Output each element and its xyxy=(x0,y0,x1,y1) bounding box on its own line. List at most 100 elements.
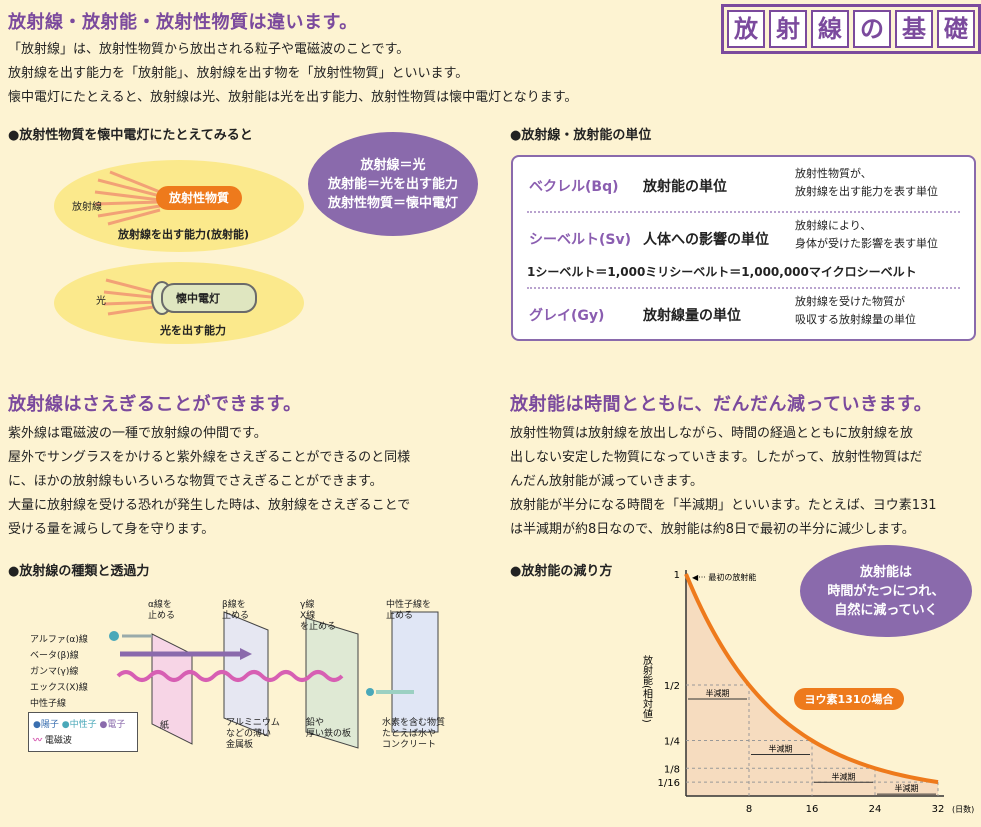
decay-bubble: 放射能は 時間がたつにつれ、 自然に減っていく xyxy=(800,545,972,637)
body-line: に、ほかの放射線もいろいろな物質でさえぎることができます。 xyxy=(8,474,383,489)
half-life-label: 半減期 xyxy=(769,744,793,754)
legend-neutron: ●中性子 xyxy=(61,720,97,730)
body-line: 紫外線は電磁波の一種で放射線の仲間です。 xyxy=(8,426,267,441)
half-life-label: 半減期 xyxy=(832,771,856,781)
analogy-bottom-label: 光 xyxy=(96,296,106,307)
page-title: 放射線・放射能・放射性物質は違います。 xyxy=(8,12,358,33)
unit-desc-line: 放射線を受けた物質が xyxy=(795,295,905,308)
penetration-diagram xyxy=(109,611,439,749)
intro-line: 懐中電灯にたとえると、放射線は光、放射能は光を出す能力、放射性物質は懐中電灯とな… xyxy=(8,90,578,105)
badge-char: 放 xyxy=(727,10,765,48)
analogy-heading: ●放射性物質を懐中電灯にたとえてみると xyxy=(8,128,253,143)
stop-label-line: 止める xyxy=(148,611,176,621)
material-label-line: 鉛や xyxy=(306,718,325,728)
unit-desc-line: 放射線を出す能力を表す単位 xyxy=(795,185,938,198)
unit-title: 放射線量の単位 xyxy=(643,308,741,324)
x-tick-label: 16 xyxy=(806,804,819,815)
analogy-top-label: 放射線 xyxy=(72,202,102,213)
flashlight-icon xyxy=(151,281,257,315)
stop-label: α線を 止める xyxy=(148,600,175,622)
intro-text: 「放射線」は、放射性物質から放出される粒子や電磁波のことです。 放射線を出す能力… xyxy=(8,38,577,110)
stop-label-line: α線を xyxy=(148,600,172,610)
divider xyxy=(527,287,960,289)
shield-body: 紫外線は電磁波の一種で放射線の仲間です。 屋外でサングラスをかけると紫外線をさえ… xyxy=(8,422,410,542)
decay-curve xyxy=(684,573,939,785)
radiation-rays-icon xyxy=(94,170,161,226)
unit-desc: 放射性物質が、 放射線を出す能力を表す単位 xyxy=(795,165,938,201)
x-tick-label: 24 xyxy=(869,804,882,815)
ray-label: アルファ(α)線 xyxy=(30,635,88,645)
bubble-line: 時間がたつにつれ、 xyxy=(827,583,945,599)
unit-title: 人体への影響の単位 xyxy=(643,232,769,248)
material-label-line: 厚い鉄の板 xyxy=(306,729,352,739)
stop-label-line: を止める xyxy=(300,622,337,632)
badge-char: 礎 xyxy=(937,10,975,48)
stop-label-line: 止める xyxy=(222,611,250,621)
bubble-line: 自然に減っていく xyxy=(834,602,938,618)
badge-char: の xyxy=(853,10,891,48)
bubble-line: 放射能は xyxy=(859,564,912,580)
y-tick-label: 1/4 xyxy=(664,737,680,748)
stop-label: 中性子線を 止める xyxy=(386,600,431,622)
x-tick-label: 32 xyxy=(932,804,945,815)
legend-wave: 電磁波 xyxy=(44,736,72,746)
legend-proton: ●陽子 xyxy=(33,720,59,730)
legend-electron: ●電子 xyxy=(99,720,126,730)
ray-label: エックス(X)線 xyxy=(30,683,88,693)
stop-label: β線を 止める xyxy=(222,600,249,622)
badge-char: 線 xyxy=(811,10,849,48)
stop-label: γ線 X線 を止める xyxy=(300,600,336,633)
badge-char: 基 xyxy=(895,10,933,48)
unit-conversion: 1シーベルト＝1,000ミリシーベルト＝1,000,000マイクロシーベルト xyxy=(527,265,917,279)
ray-label: ベータ(β)線 xyxy=(30,651,79,661)
stop-label-line: β線を xyxy=(222,600,246,610)
unit-name: グレイ(Gy) xyxy=(529,308,605,324)
unit-desc-line: 吸収する放射線量の単位 xyxy=(795,313,916,326)
unit-title: 放射能の単位 xyxy=(643,179,727,195)
material-label-line: アルミニウム xyxy=(226,718,280,728)
y-tick-label: 1 xyxy=(674,570,680,581)
light-rays-icon xyxy=(103,278,161,316)
topic-badge: 放 射 線 の 基 礎 xyxy=(721,4,981,54)
decay-title: 放射能は時間とともに、だんだん減っていきます。 xyxy=(510,394,933,415)
material-label-line: たとえば水や xyxy=(382,729,437,739)
series-label-pill xyxy=(794,688,904,710)
flashlight-label: 懐中電灯 xyxy=(176,292,220,305)
units-heading: ●放射線・放射能の単位 xyxy=(510,128,652,143)
y-axis-label: 放射能(相対値) xyxy=(641,654,653,723)
types-heading: ●放射線の種類と透過力 xyxy=(8,564,150,579)
half-life-label: 半減期 xyxy=(895,783,919,793)
y-tick-label: 1/2 xyxy=(664,681,680,692)
bubble-line: 放射能＝光を出す能力 xyxy=(327,176,458,192)
x-unit-label: (日数) xyxy=(952,804,974,814)
badge-char: 射 xyxy=(769,10,807,48)
radioactive-material-pill: 放射性物質 xyxy=(156,186,242,210)
body-line: 大量に放射線を受ける恐れが発生した時は、放射線をさえぎることで xyxy=(8,498,411,513)
stop-label-line: γ線 xyxy=(300,600,315,610)
analogy-bubble: 放射線＝光 放射能＝光を出す能力 放射性物質＝懐中電灯 xyxy=(308,132,478,236)
unit-name: シーベルト(Sv) xyxy=(529,232,632,248)
ray-label: 中性子線 xyxy=(30,699,67,709)
divider xyxy=(527,211,960,213)
unit-desc: 放射線を受けた物質が 吸収する放射線量の単位 xyxy=(795,293,916,329)
series-label: ヨウ素131の場合 xyxy=(805,692,895,706)
material-label: 紙 xyxy=(160,721,170,731)
unit-desc-line: 放射性物質が、 xyxy=(795,167,872,180)
material-label: アルミニウム などの薄い 金属板 xyxy=(226,718,280,751)
decay-chart-heading: ●放射能の減り方 xyxy=(510,564,613,579)
body-line: は半減期が約8日なので、放射能は約8日で最初の半分に減少します。 xyxy=(510,522,915,537)
analogy-top-caption: 放射線を出す能力(放射能) xyxy=(118,228,250,241)
ray-labels: アルファ(α)線 ベータ(β)線 ガンマ(γ)線 エックス(X)線 中性子線 xyxy=(30,632,88,712)
stop-label-line: 中性子線を xyxy=(386,600,432,610)
stop-label-line: X線 xyxy=(300,611,316,621)
bubble-line: 放射線＝光 xyxy=(360,157,426,173)
body-line: 放射性物質は放射線を放出しながら、時間の経過とともに放射線を放 xyxy=(510,426,914,441)
body-line: 放射能が半分になる時間を「半減期」といいます。たとえば、ヨウ素131 xyxy=(510,498,937,513)
material-label: 鉛や 厚い鉄の板 xyxy=(306,718,351,740)
unit-desc-line: 放射線により、 xyxy=(795,219,872,232)
material-label-line: 金属板 xyxy=(226,740,254,750)
stop-label-line: 止める xyxy=(386,611,414,621)
units-table: ベクレル(Bq) 放射能の単位 放射性物質が、 放射線を出す能力を表す単位 シー… xyxy=(511,155,976,341)
y-tick-label: 1/16 xyxy=(658,778,680,789)
